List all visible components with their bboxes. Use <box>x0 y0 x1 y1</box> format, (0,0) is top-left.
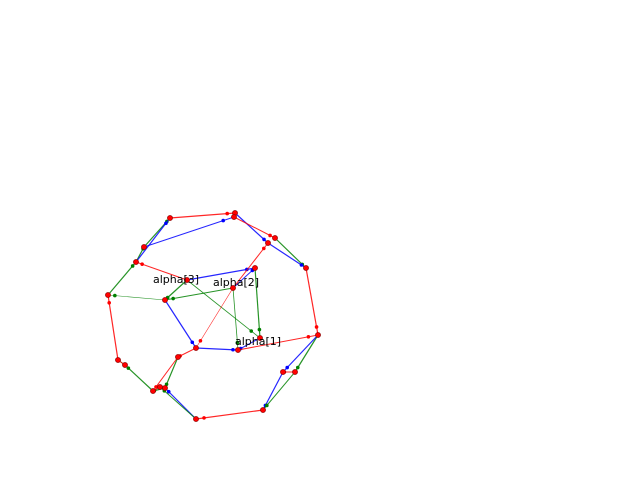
edge-arrowhead <box>107 301 111 305</box>
alpha-3-label: alpha[3] <box>153 273 199 286</box>
edge-g-3 <box>274 237 307 269</box>
vertex-node <box>162 297 168 303</box>
edge-b-25 <box>186 267 256 281</box>
root-label-group: alpha[1] alpha[2] alpha[3] <box>153 273 281 348</box>
edge-arrowhead <box>190 340 195 345</box>
edge-g-10 <box>262 371 296 411</box>
vertex-node <box>141 244 147 250</box>
vertex-node <box>105 292 111 298</box>
edge-arrowhead <box>295 365 300 370</box>
edge-arrowhead <box>285 365 290 370</box>
edge-b-8 <box>282 334 319 373</box>
vertex-node <box>231 214 237 220</box>
edge-arrowhead <box>225 211 229 216</box>
vertex-group <box>105 210 321 422</box>
edge-r-34 <box>152 356 179 392</box>
edge-b-24 <box>143 216 235 248</box>
vertex-node <box>230 285 236 291</box>
edge-arrowhead <box>113 293 117 298</box>
edge-arrowhead <box>262 237 266 242</box>
edge-g-20 <box>107 261 137 296</box>
vertex-node <box>150 388 156 394</box>
vertex-node <box>315 332 321 338</box>
edge-arrowhead <box>166 389 171 394</box>
edge-g-6 <box>294 334 319 373</box>
edge-arrowhead <box>221 218 225 223</box>
edge-r-38 <box>135 261 188 281</box>
edge-r-37 <box>232 242 269 289</box>
vertex-node <box>292 369 298 375</box>
edge-b-27 <box>164 299 197 349</box>
edge-g-40 <box>107 294 166 301</box>
edge-b-4 <box>267 242 307 269</box>
edge-r-2 <box>233 216 276 239</box>
alpha-2-label: alpha[2] <box>213 276 259 289</box>
vertex-node <box>303 265 309 271</box>
edge-arrowhead <box>306 335 311 339</box>
edge-arrowhead <box>140 262 144 266</box>
edge-r-42 <box>195 287 234 349</box>
edge-b-29 <box>195 347 239 351</box>
edge-g-13 <box>159 386 197 420</box>
edge-r-0 <box>169 212 236 219</box>
edge-r-19 <box>107 294 119 361</box>
edge-b-1 <box>234 212 269 244</box>
vertex-node <box>252 265 258 271</box>
edge-arrowhead <box>198 339 203 343</box>
edge-arrowhead <box>249 329 254 333</box>
edge-arrowhead <box>262 246 266 251</box>
vertex-node <box>184 277 190 283</box>
edge-arrowhead <box>202 416 206 420</box>
edge-arrowhead <box>314 325 319 329</box>
edge-r-11 <box>195 409 264 420</box>
vertex-node <box>265 240 271 246</box>
vertex-node <box>260 407 266 413</box>
edge-g-36 <box>164 287 234 301</box>
edge-arrowhead <box>171 296 175 301</box>
vertex-node <box>257 335 263 341</box>
vertex-node <box>115 357 121 363</box>
edge-arrowhead <box>126 366 131 370</box>
vertex-node <box>133 259 139 265</box>
edge-r-31 <box>237 334 319 351</box>
edge-arrowhead <box>299 263 304 267</box>
edge-arrowhead <box>130 264 135 268</box>
vertex-node <box>235 347 241 353</box>
vertex-node <box>193 416 199 422</box>
edge-g-41 <box>232 287 239 351</box>
edge-arrowhead <box>231 347 235 352</box>
vertex-node <box>272 235 278 241</box>
vertex-node <box>175 354 181 360</box>
edge-g-28 <box>254 267 261 339</box>
edge-arrowhead <box>268 233 272 238</box>
edge-g-39 <box>186 279 261 339</box>
vertex-node <box>280 369 286 375</box>
edge-b-23 <box>135 217 171 263</box>
edge-arrowhead <box>235 340 240 345</box>
edge-arrowhead <box>265 403 269 408</box>
edge-arrowhead <box>164 221 168 226</box>
edge-r-5 <box>305 267 319 336</box>
edge-arrowhead <box>154 385 158 389</box>
vertex-node <box>193 345 199 351</box>
edge-arrowhead <box>257 327 262 332</box>
vertex-node <box>167 215 173 221</box>
vertex-node <box>122 362 128 368</box>
vertex-node <box>157 384 163 390</box>
alpha-1-label: alpha[1] <box>235 335 281 348</box>
edge-group <box>107 211 319 420</box>
vertex-node <box>162 385 168 391</box>
edge-b-9 <box>262 371 284 411</box>
